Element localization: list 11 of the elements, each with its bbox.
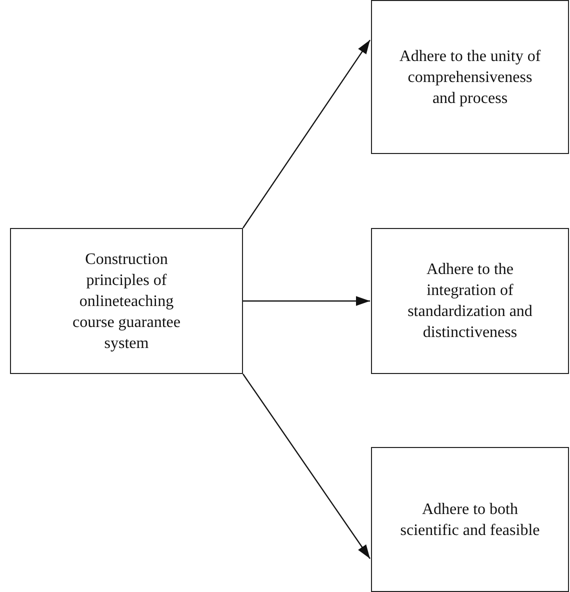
box-label: Adhere to the unity of comprehensiveness and process	[398, 46, 542, 108]
box-label: Construction principles of onlineteaching course guarantee system	[72, 250, 182, 354]
text-box	[371, 447, 569, 592]
arrow	[242, 40, 370, 228]
box-label: Adhere to the integration of standardization and distinctiveness	[406, 260, 534, 343]
text-box	[371, 228, 569, 374]
box-label: Adhere to both scientific and feasible	[399, 500, 541, 540]
text-box	[371, 0, 569, 154]
text-box	[10, 228, 243, 374]
arrow	[242, 374, 370, 559]
arrow	[243, 296, 370, 306]
